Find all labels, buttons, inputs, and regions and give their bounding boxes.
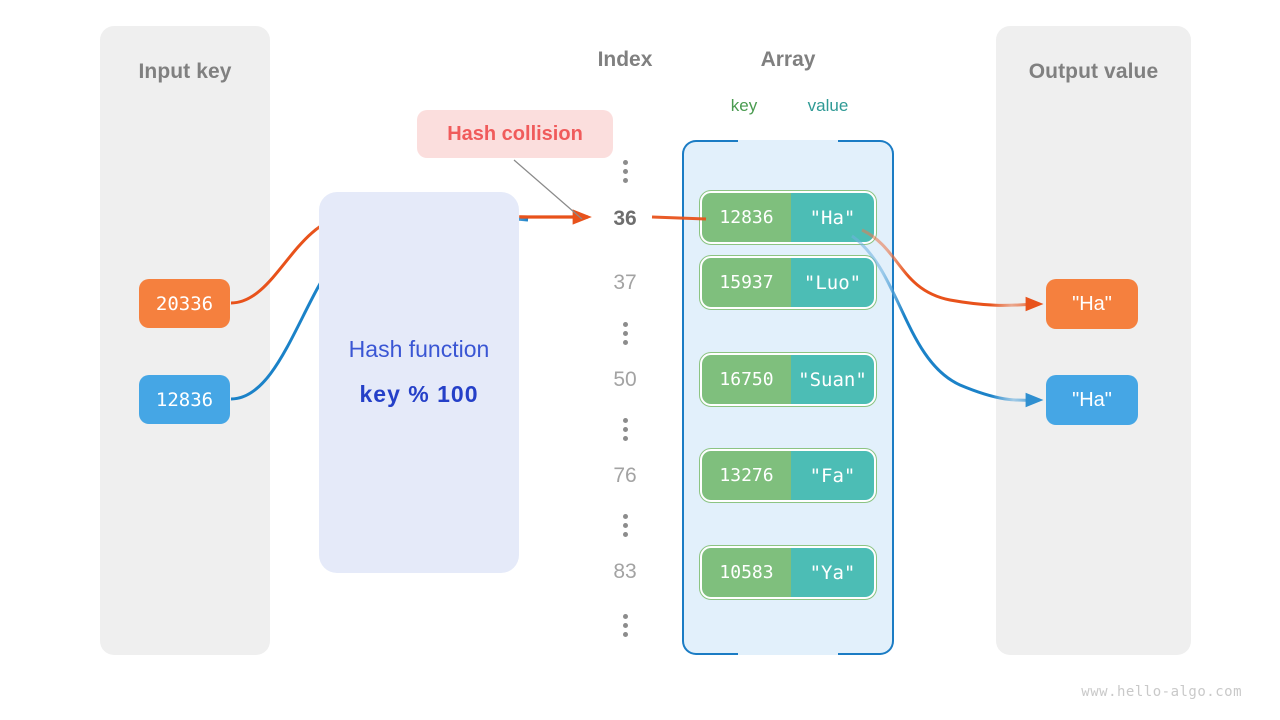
output-value-orange[interactable]: "Ha" [1046,279,1138,329]
array-cell-value: "Ya" [791,548,874,597]
output-value-blue[interactable]: "Ha" [1046,375,1138,425]
array-cell-value: "Ha" [791,193,874,242]
array-column-header: Array [760,48,816,71]
watermark: www.hello-algo.com [1081,684,1242,700]
output-value-panel: Output value [996,26,1191,655]
array-cell-36[interactable]: 12836 "Ha" [699,190,877,245]
index-column-header: Index [597,48,653,71]
hash-collision-callout: Hash collision [417,110,613,158]
index-label-50: 50 [613,368,637,391]
hash-function-expression: key % 100 [359,381,479,407]
index-label-76: 76 [613,464,637,487]
index-label-36: 36 [613,207,637,230]
array-cell-83[interactable]: 10583 "Ya" [699,545,877,600]
array-cell-key: 13276 [702,451,791,500]
array-cell-key: 15937 [702,258,791,307]
array-bracket-left [682,140,738,655]
index-ellipsis-3 [620,514,630,537]
array-cell-76[interactable]: 13276 "Fa" [699,448,877,503]
index-label-37: 37 [613,271,637,294]
array-cell-key: 12836 [702,193,791,242]
value-subheader: value [807,96,849,115]
input-key-20336[interactable]: 20336 [139,279,230,328]
array-cell-50[interactable]: 16750 "Suan" [699,352,877,407]
hash-collision-label: Hash collision [447,122,583,145]
input-key-panel-title: Input key [138,60,232,83]
array-cell-value: "Suan" [791,355,874,404]
array-cell-key: 16750 [702,355,791,404]
key-subheader: key [730,96,758,115]
array-cell-37[interactable]: 15937 "Luo" [699,255,877,310]
array-cell-value: "Luo" [791,258,874,307]
hash-function-box: Hash function key % 100 [319,192,519,573]
input-key-panel: Input key [100,26,270,655]
array-cell-value: "Fa" [791,451,874,500]
index-ellipsis-4 [620,614,630,637]
index-label-83: 83 [613,560,637,583]
output-value-panel-title: Output value [1028,60,1159,83]
input-key-12836[interactable]: 12836 [139,375,230,424]
index-ellipsis-2 [620,418,630,441]
index-ellipsis-1 [620,322,630,345]
index-ellipsis-0 [620,160,630,183]
array-cell-key: 10583 [702,548,791,597]
hash-function-label: Hash function [348,336,490,362]
